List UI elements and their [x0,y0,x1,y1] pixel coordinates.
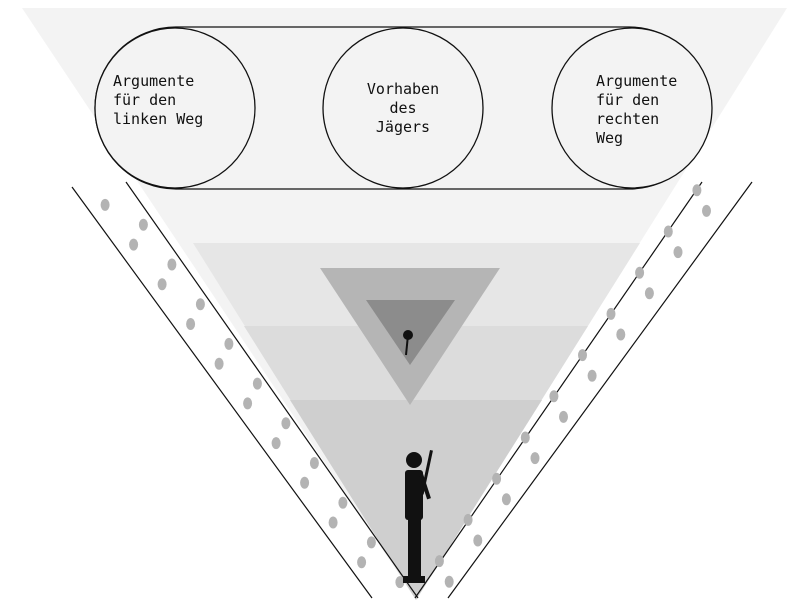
path-stone [215,358,224,370]
path-stone [101,199,110,211]
path-stone [521,432,530,444]
path-stone [243,397,252,409]
path-stone [357,556,366,568]
path-stone [338,497,347,509]
path-stone [502,493,511,505]
path-stone [139,219,148,231]
path-stone [167,259,176,271]
path-stone [635,267,644,279]
path-stone [310,457,319,469]
path-stone [645,287,654,299]
path-stone [607,308,616,320]
path-stone [329,517,338,529]
path-stone [473,535,482,547]
path-stone [464,514,473,526]
circle-right-label: Argumente für den rechten Weg [596,72,716,148]
circle-center-label: Vorhaben des Jägers [338,80,468,137]
path-stone [281,417,290,429]
path-stone [616,329,625,341]
path-stone [702,205,711,217]
path-stone [435,555,444,567]
path-stone [300,477,309,489]
path-stone [272,437,281,449]
path-stone [692,184,701,196]
path-stone [578,349,587,361]
path-stone [253,378,262,390]
path-stone [196,298,205,310]
path-stone [224,338,233,350]
circle-left-label: Argumente für den linken Weg [113,72,243,129]
path-stone [367,536,376,548]
path-stone [531,452,540,464]
path-stone [664,226,673,238]
path-stone [588,370,597,382]
path-stone [549,390,558,402]
path-stone [492,473,501,485]
path-stone [674,246,683,258]
path-stone [129,239,138,251]
path-stone [186,318,195,330]
path-stone [445,576,454,588]
path-stone [559,411,568,423]
path-stone [158,278,167,290]
